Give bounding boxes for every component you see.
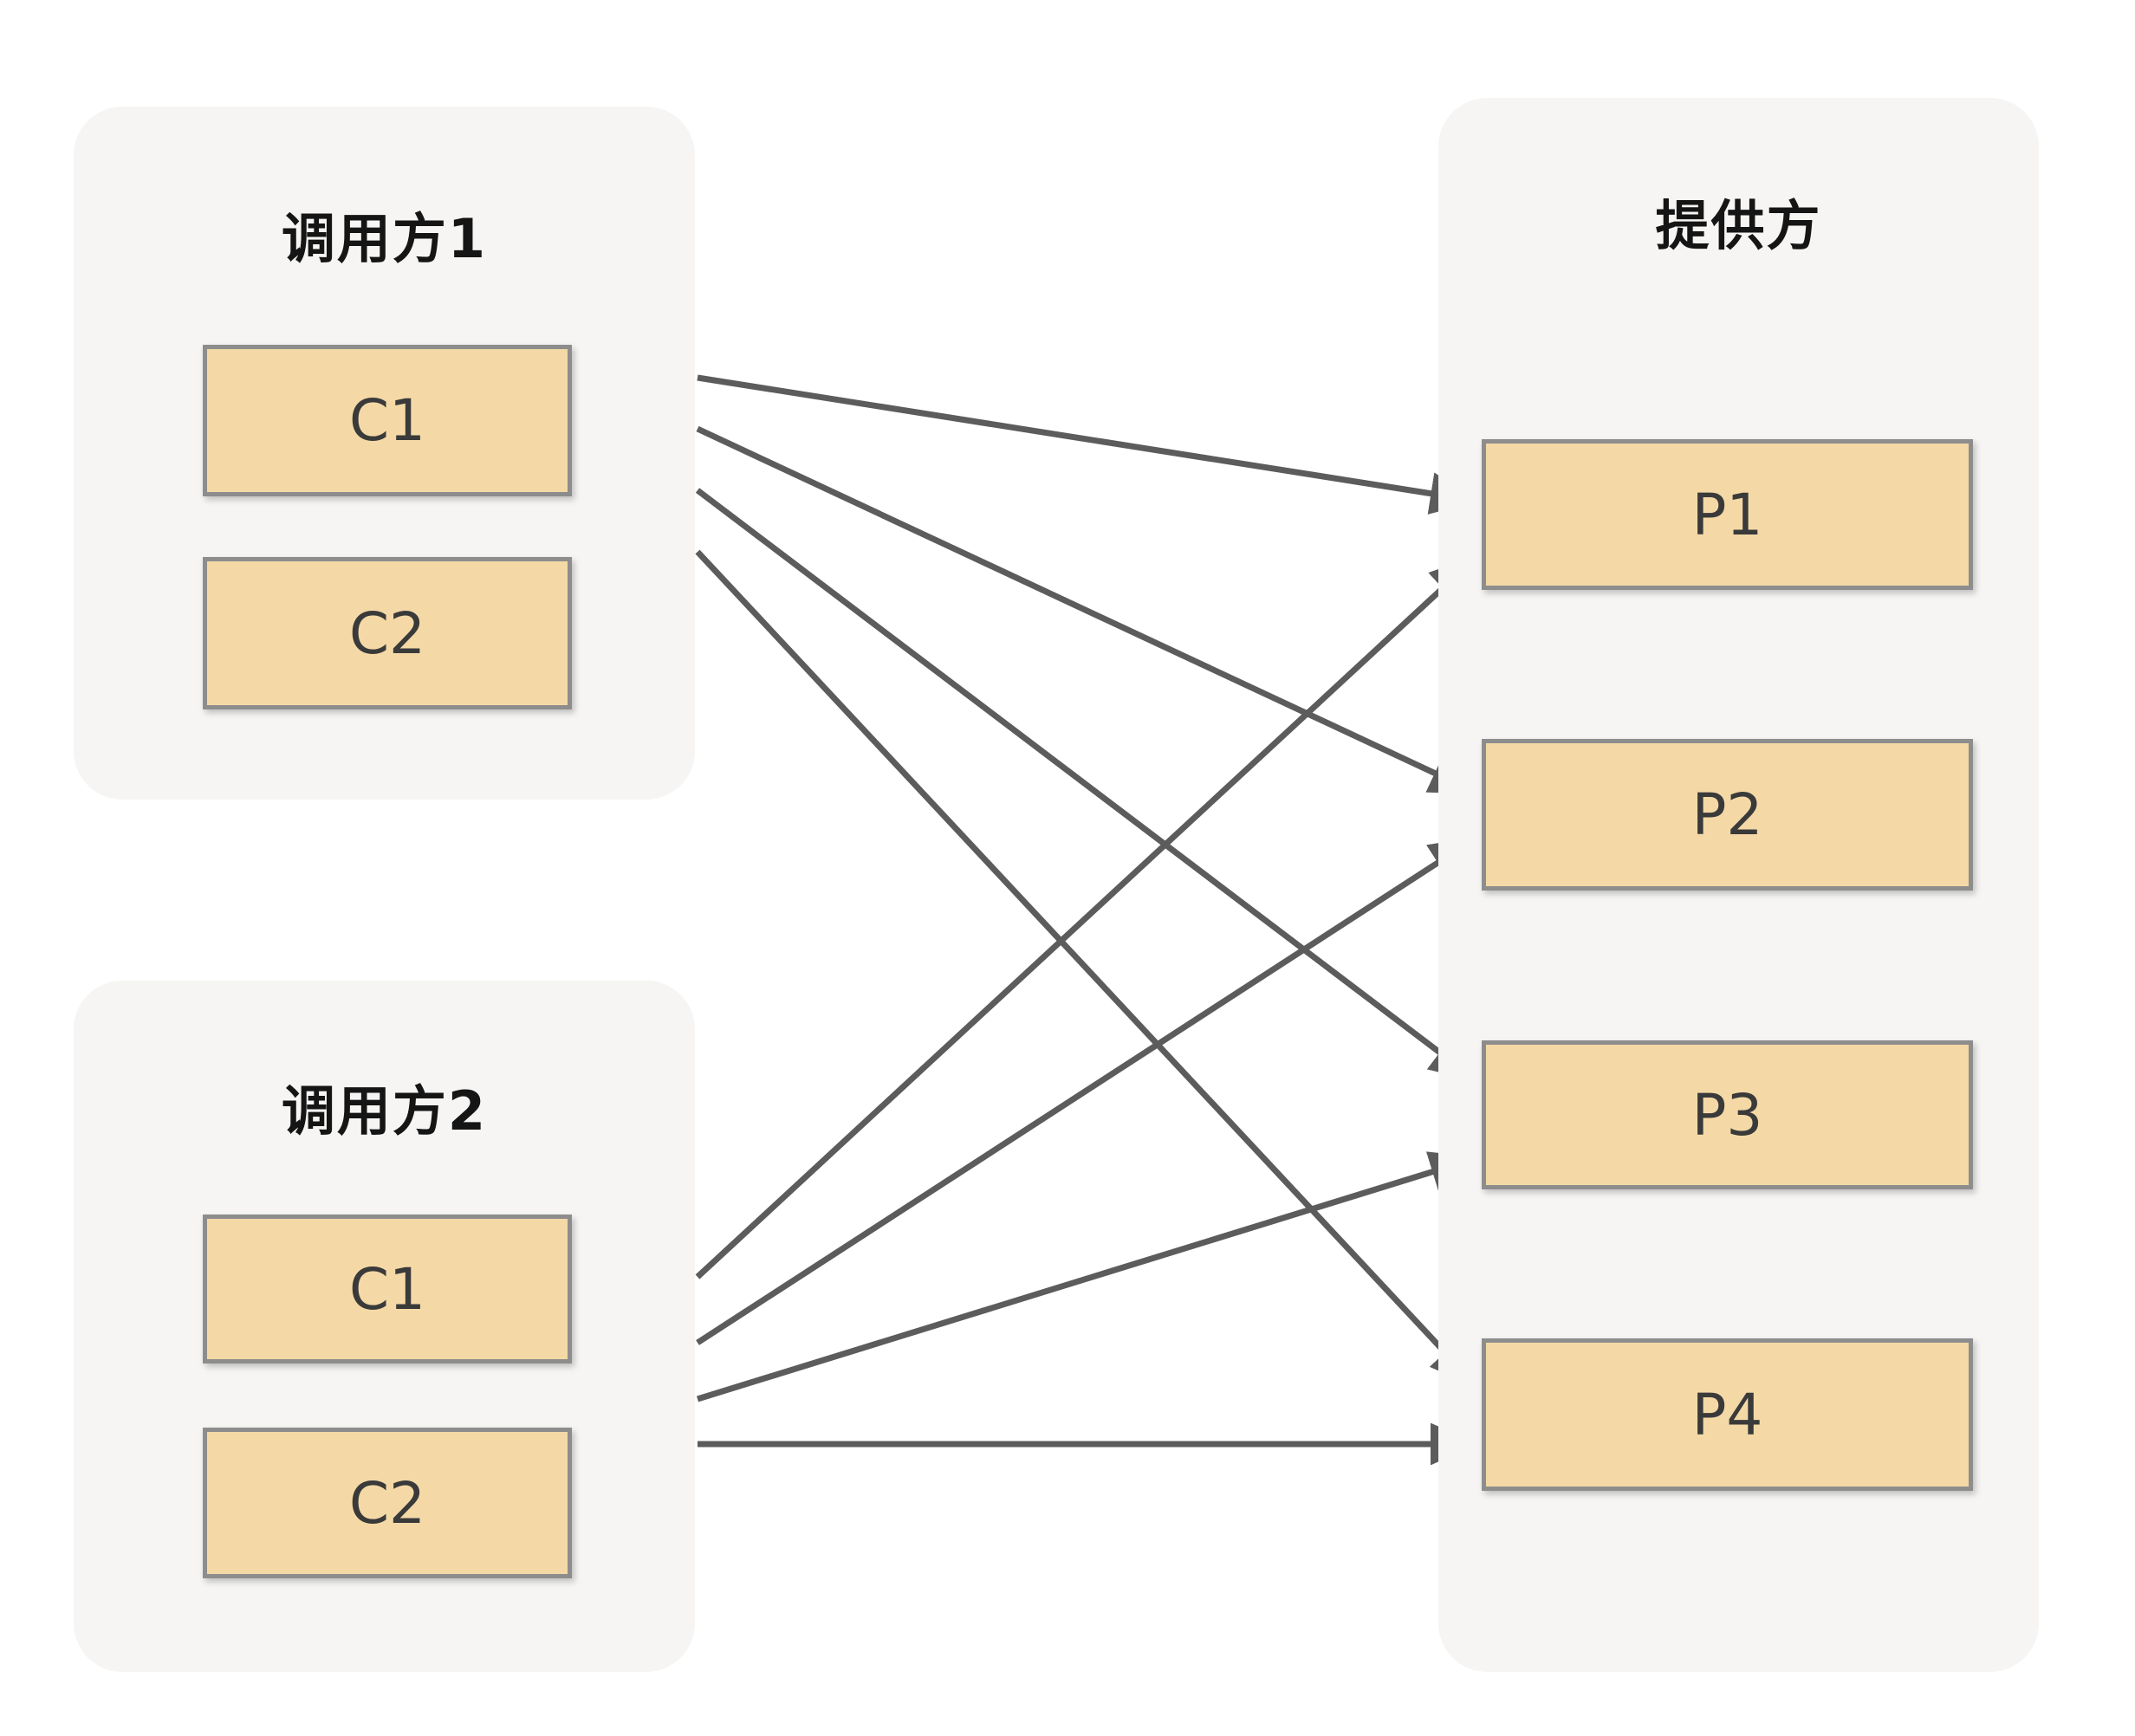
arrow-caller1-to-p1 xyxy=(697,374,1479,515)
provider-box-p3: P3 xyxy=(1482,1040,1973,1189)
caller1-group: 调用方1 C1 C2 xyxy=(74,107,695,800)
arrow-caller1-to-p2 xyxy=(696,425,1479,796)
provider-group: 提供方 P1 P2 P3 P4 xyxy=(1438,98,2039,1672)
caller1-title: 调用方1 xyxy=(281,207,488,270)
caller2-title: 调用方2 xyxy=(281,1079,488,1143)
provider-box-p1: P1 xyxy=(1482,439,1973,590)
arrow-caller2-to-p1 xyxy=(695,554,1479,1279)
provider-title: 提供方 xyxy=(1655,194,1822,257)
provider-box-p4: P4 xyxy=(1482,1338,1973,1491)
caller2-box-c1: C1 xyxy=(203,1215,572,1364)
caller1-box-c2: C2 xyxy=(203,557,572,709)
arrow-caller1-to-p4 xyxy=(695,549,1479,1389)
arrow-caller2-to-p2 xyxy=(696,835,1479,1345)
arrow-caller1-to-p3 xyxy=(695,488,1479,1083)
caller1-box-c1: C1 xyxy=(203,345,572,496)
arrow-caller2-to-p3 xyxy=(696,1151,1479,1402)
caller2-group: 调用方2 C1 C2 xyxy=(74,981,695,1672)
caller2-box-c2: C2 xyxy=(203,1428,572,1578)
provider-box-p2: P2 xyxy=(1482,739,1973,891)
